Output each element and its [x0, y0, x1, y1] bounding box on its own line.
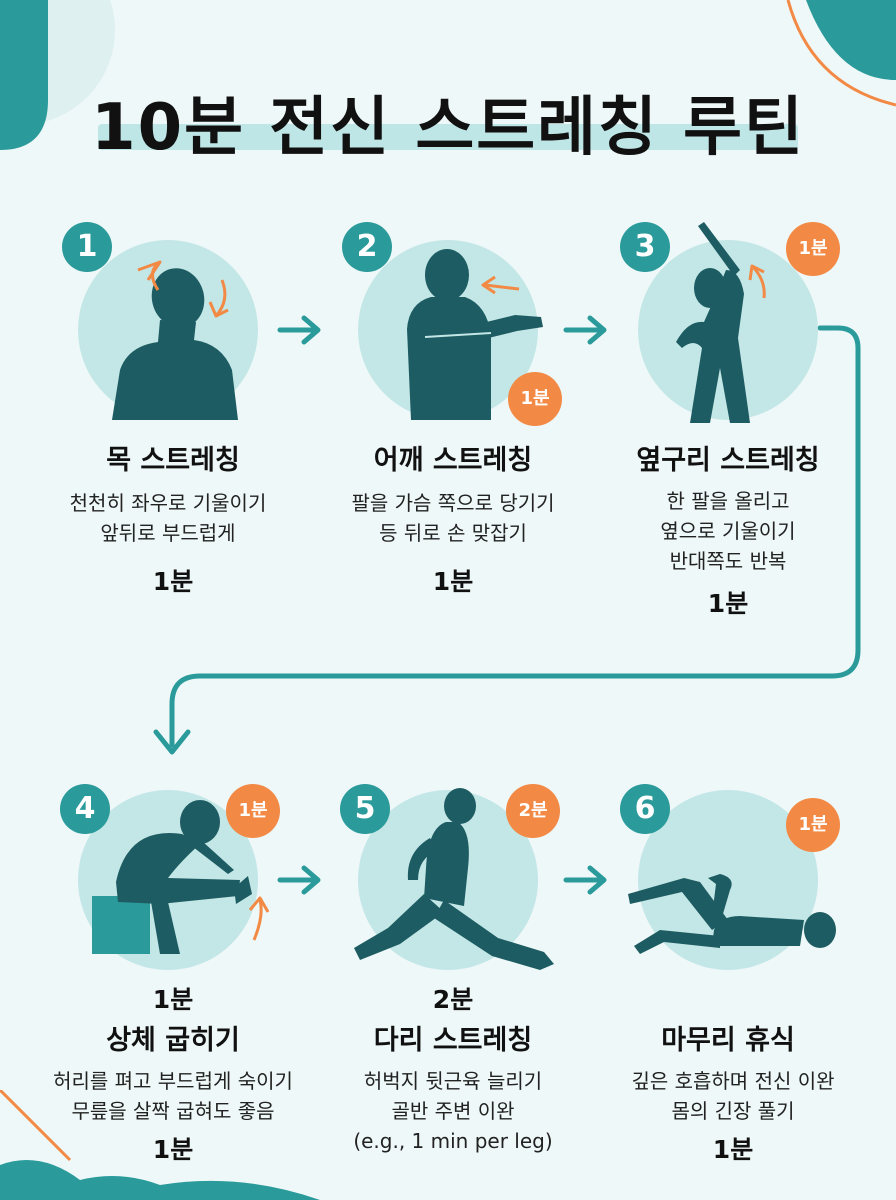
step-duration: 2분: [432, 985, 474, 1014]
step-description-line: 천천히 좌우로 기울이기: [69, 491, 267, 515]
step-duration: 1분: [152, 1135, 194, 1164]
arrow-right-icon: [563, 315, 607, 345]
step-duration: 1분: [707, 589, 749, 618]
duration-badge: 1분: [508, 372, 562, 426]
duration-badge: 1분: [226, 784, 280, 838]
step-title: 마무리 휴식: [661, 1025, 795, 1056]
step-number-badge: 5: [340, 784, 390, 834]
duration-badge: 1분: [786, 798, 840, 852]
step-description-line: 반대쪽도 반복: [669, 549, 787, 573]
side-stretch-figure-icon: [676, 222, 766, 423]
step-description-line: 등 뒤로 손 맞잡기: [379, 521, 527, 545]
forward-bend-figure-icon: [92, 800, 270, 954]
step-description-line: 앞뒤로 부드럽게: [100, 521, 236, 545]
arrow-right-icon: [277, 865, 321, 895]
step-title: 다리 스트레칭: [373, 1025, 533, 1056]
neck-stretch-figure-icon: [112, 260, 238, 420]
page-title: 10분 전신 스트레칭 루틴: [91, 91, 805, 165]
step-description-line: (e.g., 1 min per leg): [353, 1129, 553, 1153]
step-title: 어깨 스트레칭: [373, 445, 533, 476]
step-description-line: 허리를 펴고 부드럽게 숙이기: [53, 1069, 293, 1093]
arrow-right-icon: [277, 315, 321, 345]
step-number-badge: 6: [620, 784, 670, 834]
step-description-line: 허벅지 뒷근육 늘리기: [363, 1069, 543, 1093]
step-title: 옆구리 스트레칭: [636, 445, 820, 476]
step-description-line: 깊은 호흡하며 전신 이완: [631, 1069, 835, 1093]
arrow-right-icon: [563, 865, 607, 895]
shoulder-stretch-figure-icon: [407, 249, 543, 420]
step-duration: 1분: [152, 985, 194, 1014]
duration-badge: 2분: [506, 784, 560, 838]
corner-decoration-bottom-left: [0, 1090, 320, 1200]
step-description-line: 한 팔을 올리고: [666, 489, 790, 513]
step-description-line: 몸의 긴장 풀기: [671, 1099, 795, 1123]
step-description-line: 무릎을 살짝 굽혀도 좋음: [71, 1099, 275, 1123]
step-number-badge: 2: [342, 222, 392, 272]
step-description-line: 팔을 가슴 쪽으로 당기기: [351, 491, 555, 515]
corner-decoration-top-left: [0, 0, 115, 150]
step-duration: 1분: [712, 1135, 754, 1164]
step-description-line: 옆으로 기울이기: [660, 519, 796, 543]
step-title: 목 스트레칭: [106, 445, 240, 476]
duration-badge: 1분: [786, 222, 840, 276]
resting-figure-icon: [628, 874, 836, 954]
step-duration: 1분: [432, 567, 474, 596]
step-number-badge: 4: [60, 784, 110, 834]
title-area: 10분 전신 스트레칭 루틴: [0, 70, 896, 165]
step-number-badge: 3: [620, 222, 670, 272]
step-description-line: 골반 주변 이완: [391, 1099, 515, 1123]
step-duration: 1분: [152, 567, 194, 596]
step-number-badge: 1: [62, 222, 112, 272]
step-title: 상체 굽히기: [106, 1025, 240, 1056]
leg-stretch-figure-icon: [354, 788, 554, 970]
corner-decoration-top-right: [786, 0, 896, 107]
title-highlight: [98, 124, 798, 150]
